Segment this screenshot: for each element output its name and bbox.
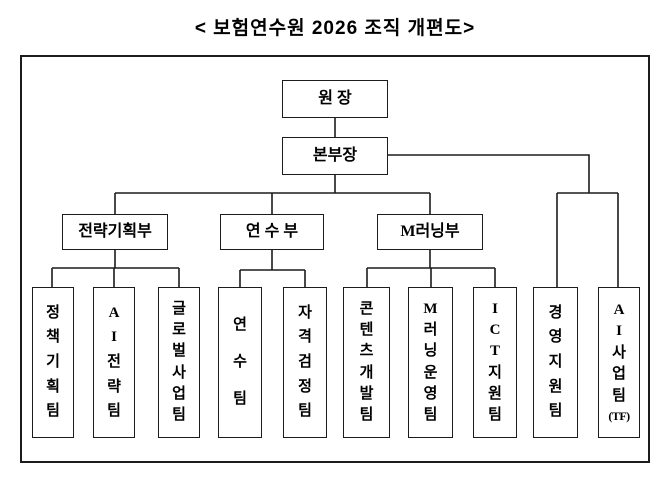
node-dept-m-learning: M러닝부 (377, 214, 483, 250)
node-dept-strategic-planning-label: 전략기획부 (78, 223, 152, 240)
connector-training-dept-to-teams (239, 249, 306, 288)
node-dept-strategic-planning: 전략기획부 (62, 214, 168, 250)
connector-deputy-to-departments (114, 175, 431, 214)
chart-title: < 보험연수원 2026 조직 개편도> (194, 18, 476, 39)
node-dept-training-label: 연 수 부 (245, 223, 299, 240)
node-president-label: 원 장 (318, 90, 352, 107)
node-headquarters-head: 본부장 (282, 137, 388, 175)
chart-border-frame (20, 55, 650, 463)
connector-deputy-to-direct-teams (388, 154, 619, 288)
node-president: 원 장 (282, 80, 388, 118)
node-headquarters-head-label: 본부장 (312, 147, 358, 164)
node-dept-training: 연 수 부 (220, 214, 324, 250)
connector-m-learning-to-teams (366, 250, 496, 288)
connector-strategic-planning-to-teams (51, 250, 180, 288)
node-dept-m-learning-label: M러닝부 (400, 223, 460, 240)
